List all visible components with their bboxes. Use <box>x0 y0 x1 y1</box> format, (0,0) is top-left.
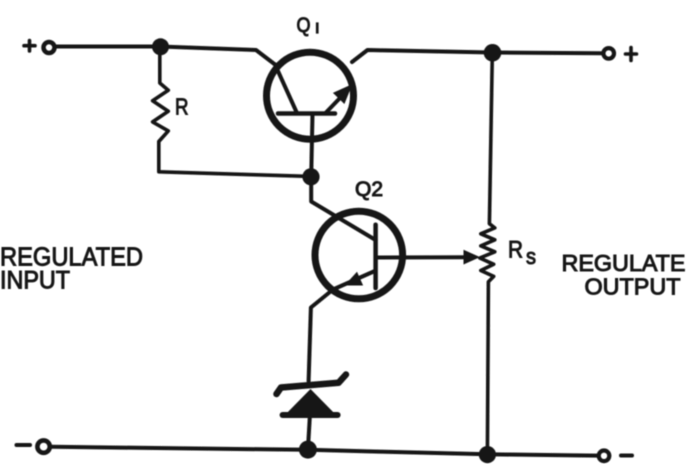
svg-text:Q2: Q2 <box>355 178 383 201</box>
svg-text:INPUT: INPUT <box>0 266 70 294</box>
svg-text:R: R <box>175 93 189 119</box>
svg-text:OUTPUT: OUTPUT <box>585 274 681 300</box>
svg-text:REGULATE: REGULATE <box>562 250 686 276</box>
svg-text:s: s <box>526 244 536 269</box>
svg-text:R: R <box>508 237 523 264</box>
svg-text:REGULATED: REGULATED <box>0 241 143 271</box>
svg-text:Q: Q <box>297 14 311 37</box>
